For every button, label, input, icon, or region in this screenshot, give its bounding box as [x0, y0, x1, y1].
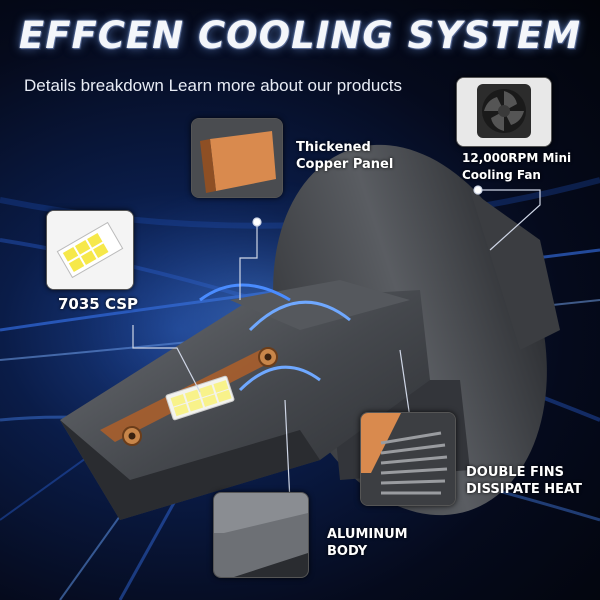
page-title: EFFCEN COOLING SYSTEM [18, 14, 582, 57]
copper-panel-inset [191, 118, 283, 198]
csp-label: 7035 CSP [58, 295, 139, 313]
fan-icon [457, 78, 551, 146]
fan-label: 12,000RPM Mini Cooling Fan [462, 151, 572, 182]
fins-inset [360, 412, 456, 506]
copper-label: Thickened Copper Panel [296, 140, 394, 172]
aluminum-inset [213, 492, 309, 578]
fins-label: DOUBLE FINS DISSIPATE HEAT [466, 465, 582, 497]
aluminum-label: ALUMINUM BODY [327, 527, 408, 559]
fan-inset [456, 77, 552, 147]
csp-inset [46, 210, 134, 290]
page-subtitle: Details breakdown Learn more about our p… [24, 76, 402, 95]
bulb-body [60, 280, 430, 520]
